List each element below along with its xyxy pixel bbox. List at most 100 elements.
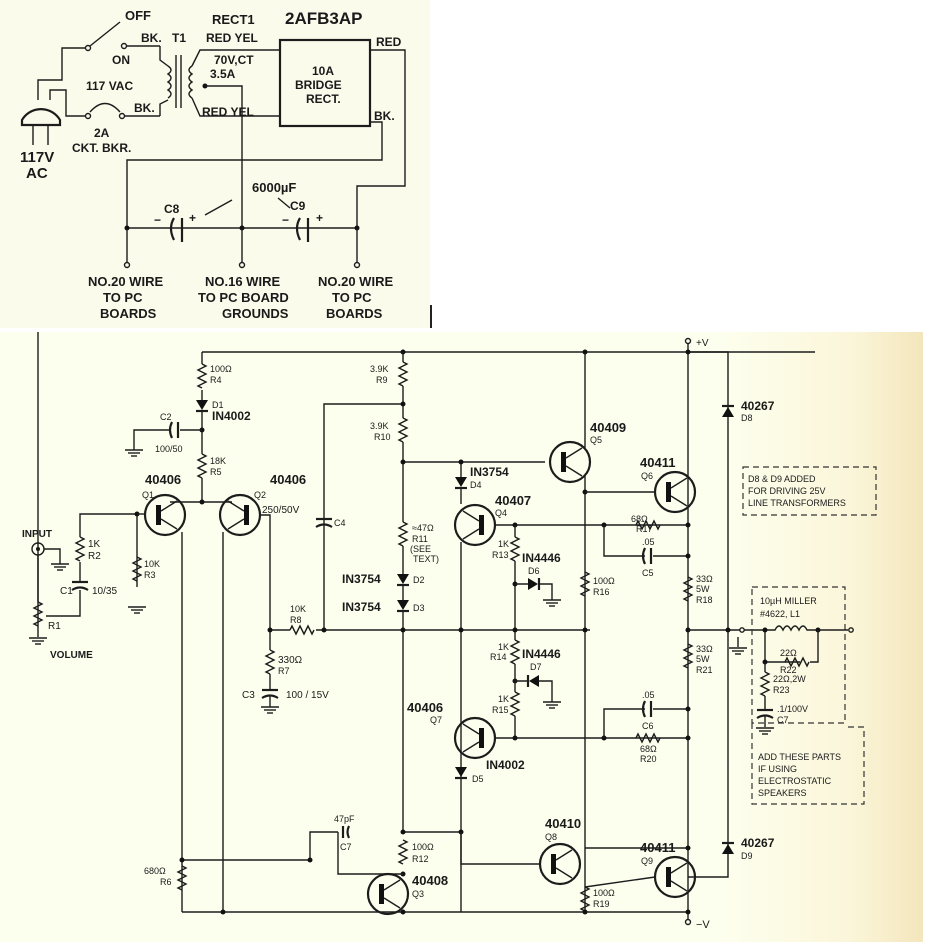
r8-ref: R8 <box>290 615 302 625</box>
out-right-1: NO.20 WIRE <box>318 274 393 289</box>
d7-ref: D7 <box>530 662 542 672</box>
c4-ref: C4 <box>334 518 346 528</box>
d4-part: IN3754 <box>470 465 509 479</box>
c5-value: .05 <box>642 537 655 547</box>
r4-ref: R4 <box>210 375 222 385</box>
out-right-3: BOARDS <box>326 306 383 321</box>
r19-ref: R19 <box>593 899 610 909</box>
input-label: INPUT <box>22 529 52 540</box>
diode-d1-icon <box>194 398 210 413</box>
r18-power: 5W <box>696 584 710 594</box>
capacitor-c6-icon <box>641 700 653 718</box>
r8-value: 10K <box>290 604 306 614</box>
q1-part: 40406 <box>145 472 181 487</box>
capacitor-c2-icon <box>168 421 180 439</box>
d7-part: IN4446 <box>522 647 561 661</box>
r5-ref: R5 <box>210 467 222 477</box>
inductor-l1-icon <box>765 625 818 632</box>
power-supply-schematic: 117V AC OFF ON 2A CKT. BKR. BK. T1 117 V… <box>0 0 430 328</box>
c4-value: 250/50V <box>262 505 300 516</box>
c6-ref: C6 <box>642 721 654 731</box>
d3-ref: D3 <box>413 603 425 613</box>
r12-value: 100Ω <box>412 842 434 852</box>
plug-label-2: AC <box>26 165 48 182</box>
diode-d7-icon <box>526 675 539 687</box>
c7-value: 47pF <box>334 814 355 824</box>
q9-ref: Q9 <box>641 856 653 866</box>
c9-label: C9 <box>290 199 306 213</box>
r18-ref: R18 <box>696 595 713 605</box>
r16-ref: R16 <box>593 587 610 597</box>
c8-minus: − <box>154 213 161 227</box>
transistor-q2-icon <box>218 493 262 537</box>
d3-part: IN3754 <box>342 600 381 614</box>
capacitor-c7-icon <box>341 825 351 839</box>
out-left-3: BOARDS <box>100 306 157 321</box>
c2-ref: C2 <box>160 412 172 422</box>
note-d8-d9-3: LINE TRANSFORMERS <box>748 498 846 508</box>
r15-ref: R15 <box>492 705 509 715</box>
d9-ref: D9 <box>741 851 753 861</box>
circuit-breaker-icon <box>84 102 160 120</box>
d8-ref: D8 <box>741 413 753 423</box>
plug-label-1: 117V <box>20 149 54 166</box>
r6-value: 680Ω <box>144 866 166 876</box>
terminal-left <box>123 261 131 269</box>
secondary-bottom-wires: RED YEL <box>202 105 254 119</box>
transformer-t1-icon <box>159 46 280 228</box>
r21-value: 33Ω <box>696 644 713 654</box>
q2-ref: Q2 <box>254 490 266 500</box>
r2-value: 1K <box>88 539 101 550</box>
d6-part: IN4446 <box>522 551 561 565</box>
r4-value: 100Ω <box>210 364 232 374</box>
q8-ref: Q8 <box>545 832 557 842</box>
switch-on-label: ON <box>112 53 130 67</box>
d1-ref: D1 <box>212 400 224 410</box>
q9-part: 40411 <box>640 840 675 855</box>
minus-v-label: −V <box>696 919 710 931</box>
r21-ref: R21 <box>696 665 713 675</box>
out-left-1: NO.20 WIRE <box>88 274 163 289</box>
out-mid-1: NO.16 WIRE <box>205 274 280 289</box>
r11-ref: R11 <box>412 534 428 544</box>
r22-ref: R22 <box>780 665 797 675</box>
bridge-out-pos-label: RED <box>376 35 402 49</box>
c1-value: 10/35 <box>92 586 117 597</box>
l1-label-2: #4622, L1 <box>760 609 800 619</box>
d2-ref: D2 <box>413 575 425 585</box>
r9-ref: R9 <box>376 375 388 385</box>
q6-ref: Q6 <box>641 471 653 481</box>
r3-ref: R3 <box>144 570 156 580</box>
q7-part: 40406 <box>407 700 443 715</box>
text-cursor <box>430 305 432 328</box>
primary-bottom-wire-label: BK. <box>134 101 155 115</box>
diode-d5-icon <box>453 765 469 780</box>
diode-d8-icon <box>720 404 736 419</box>
diode-d4-icon <box>453 475 469 490</box>
r23-value: 22Ω,2W <box>773 674 806 684</box>
plus-v-label: +V <box>696 338 709 349</box>
c3-ref: C3 <box>242 690 255 701</box>
d2-part: IN3754 <box>342 572 381 586</box>
note-d8-d9-1: D8 & D9 ADDED <box>748 474 816 484</box>
q6-part: 40411 <box>640 455 675 470</box>
transistor-q5-icon <box>548 440 592 484</box>
r10-ref: R10 <box>374 432 391 442</box>
note-es-1: ADD THESE PARTS <box>758 752 841 762</box>
r11-note-1: (SEE <box>410 544 431 554</box>
r7-value: 330Ω <box>278 655 303 666</box>
q5-ref: Q5 <box>590 435 602 445</box>
c3-value: 100 / 15V <box>286 690 329 701</box>
primary-top-wire-label: BK. <box>141 31 162 45</box>
d8-part: 40267 <box>741 399 775 413</box>
q1-ref: Q1 <box>142 490 154 500</box>
volume-label: VOLUME <box>50 650 93 661</box>
q5-part: 40409 <box>590 420 626 435</box>
d5-part: IN4002 <box>486 758 525 772</box>
r19-value: 100Ω <box>593 888 615 898</box>
bridge-line-1: 10A <box>312 64 334 78</box>
breaker-label-2: CKT. BKR. <box>72 141 131 155</box>
r18-value: 33Ω <box>696 574 713 584</box>
c9-plus: + <box>316 211 323 225</box>
bridge-out-neg-label: BK. <box>374 109 395 123</box>
